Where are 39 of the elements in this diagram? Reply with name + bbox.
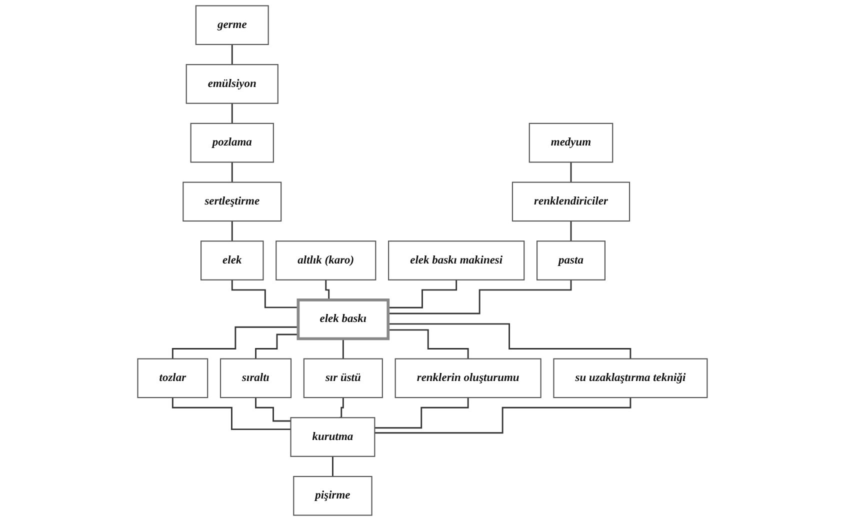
node-box: tozlar [136,358,208,398]
connector [374,396,631,434]
connector [332,456,333,478]
node-box: elek baskı [296,298,390,340]
node-box: kurutma [290,417,375,457]
node-box: sertleştirme [182,182,282,222]
node-box: elek baskı makinesi [388,240,524,280]
node-box: medyum [528,122,613,163]
connector [570,220,572,242]
connector [570,161,572,183]
node-box: su uzaklaştırma tekniği [552,358,708,398]
connector [342,338,344,360]
connector [324,279,332,301]
connector [374,396,468,429]
node-box: pasta [536,240,606,280]
connector [171,396,290,430]
connector [254,334,298,360]
node-box: sır üstü [302,358,382,398]
node-box: pişirme [292,476,372,516]
connector [230,102,232,124]
connector [230,44,232,66]
node-box: elek [200,240,264,280]
connector [230,279,298,308]
connector [388,279,572,314]
connector [339,396,344,418]
node-box: sıraltı [220,358,292,398]
connector [388,329,468,360]
connector [388,279,457,308]
connector [230,161,232,183]
connector [388,323,631,360]
node-box: renklendiriciler [511,182,630,222]
node-box: altlık (karo) [275,240,376,280]
node-box: renklerin oluşturumu [394,358,541,398]
node-box: pozlama [190,122,274,163]
node-box: germe [194,5,268,46]
connector [171,326,298,360]
node-box: emülsiyon [185,64,278,104]
connector [230,220,232,242]
connector [254,396,290,422]
